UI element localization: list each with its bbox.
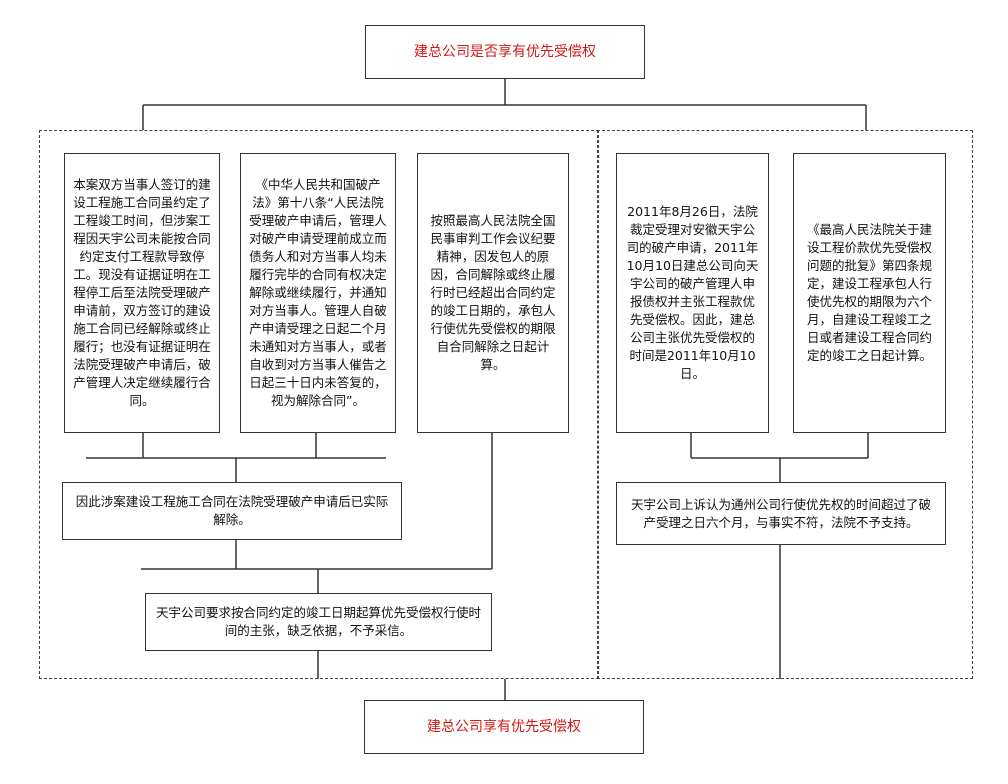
fact-box-filing-date: 2011年8月26日，法院裁定受理对安徽天宇公司的破产申请，2011年10月10… (616, 153, 769, 433)
law-box-meeting-minutes: 按照最高人民法院全国民事审判工作会议纪要精神，因发包人的原因，合同解除或终止履行… (417, 153, 569, 433)
conclusion-box-contract-dissolved: 因此涉案建设工程施工合同在法院受理破产申请后已实际解除。 (62, 482, 402, 540)
fact-text-filing-date: 2011年8月26日，法院裁定受理对安徽天宇公司的破产申请，2011年10月10… (626, 204, 759, 381)
conclusion-box-claim-rejected: 天宇公司要求按合同约定的竣工日期起算优先受偿权行使时间的主张，缺乏依据，不予采信… (145, 593, 492, 651)
title-question-box: 建总公司是否享有优先受偿权 (365, 25, 645, 79)
right-branch-group (597, 130, 973, 679)
left-branch-group (39, 130, 599, 679)
fact-box-contract: 本案双方当事人签订的建设工程施工合同虽约定了工程竣工时间，但涉案工程因天宇公司未… (64, 153, 220, 433)
law-text-bankruptcy-article-18: 《中华人民共和国破产法》第十八条“人民法院受理破产申请后，管理人对破产申请受理前… (249, 177, 387, 408)
title-question-text: 建总公司是否享有优先受偿权 (414, 44, 596, 60)
result-text: 建总公司享有优先受偿权 (427, 719, 581, 735)
conclusion-text-claim-rejected: 天宇公司要求按合同约定的竣工日期起算优先受偿权行使时间的主张，缺乏依据，不予采信… (155, 605, 481, 638)
conclusion-text-appeal-rejected: 天宇公司上诉认为通州公司行使优先权的时间超过了破产受理之日六个月，与事实不符，法… (630, 496, 931, 530)
law-box-bankruptcy-article-18: 《中华人民共和国破产法》第十八条“人民法院受理破产申请后，管理人对破产申请受理前… (240, 153, 396, 433)
conclusion-text-contract-dissolved: 因此涉案建设工程施工合同在法院受理破产申请后已实际解除。 (75, 494, 389, 527)
conclusion-box-appeal-rejected: 天宇公司上诉认为通州公司行使优先权的时间超过了破产受理之日六个月，与事实不符，法… (616, 482, 946, 545)
law-box-priority-reply: 《最高人民法院关于建设工程价款优先受偿权问题的批复》第四条规定，建设工程承包人行… (793, 153, 946, 433)
result-box: 建总公司享有优先受偿权 (364, 700, 644, 754)
fact-text-contract: 本案双方当事人签订的建设工程施工合同虽约定了工程竣工时间，但涉案工程因天宇公司未… (73, 177, 211, 408)
law-text-meeting-minutes: 按照最高人民法院全国民事审判工作会议纪要精神，因发包人的原因，合同解除或终止履行… (430, 213, 556, 372)
law-text-priority-reply: 《最高人民法院关于建设工程价款优先受偿权问题的批复》第四条规定，建设工程承包人行… (806, 222, 932, 363)
